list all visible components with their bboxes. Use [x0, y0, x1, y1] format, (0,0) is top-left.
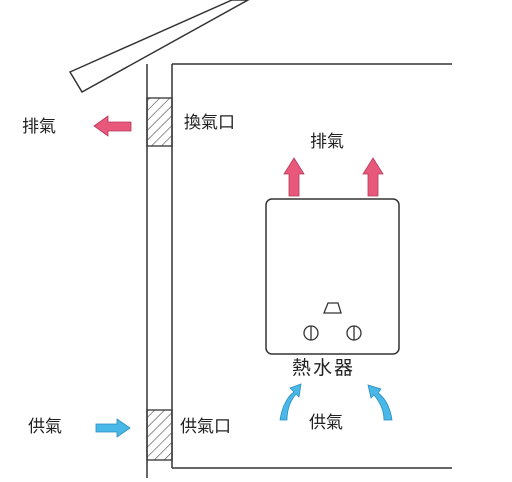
exhaust-outside-label: 排氣 — [22, 117, 56, 137]
water-heater — [265, 198, 400, 355]
lower-vent-label: 供氣口 — [180, 417, 231, 437]
upper-vent-label: 換氣口 — [184, 113, 235, 133]
exhaust-heater-left-arrow — [283, 157, 305, 197]
upper-vent — [146, 97, 173, 147]
heater-exhaust-label: 排氣 — [310, 132, 344, 152]
exhaust-outside-arrow — [93, 115, 132, 137]
intake-right-curved-arrow — [367, 384, 393, 421]
flame-window-icon — [323, 302, 342, 314]
left-knob-icon — [303, 325, 319, 341]
intake-left-curved-arrow — [279, 383, 302, 421]
intake-outside-label: 供氣 — [28, 417, 62, 437]
intake-inside-label: 供氣 — [309, 413, 343, 433]
roof — [68, 0, 250, 94]
intake-outside-arrow — [95, 418, 131, 438]
heater-label: 熱水器 — [292, 357, 355, 379]
right-knob-icon — [346, 325, 362, 341]
lower-vent — [146, 409, 173, 461]
exhaust-heater-right-arrow — [362, 157, 384, 197]
